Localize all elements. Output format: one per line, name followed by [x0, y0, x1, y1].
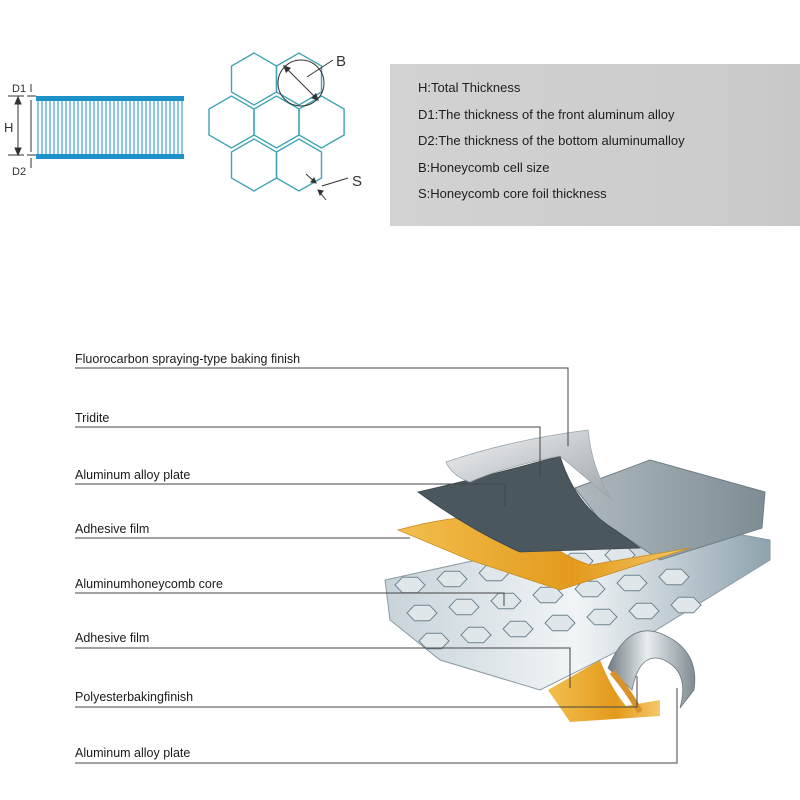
callout-honeycomb-core: Aluminumhoneycomb core: [75, 577, 223, 591]
label-b: B: [336, 53, 346, 70]
legend-item-d2: D2:The thickness of the bottom aluminuma…: [418, 133, 685, 148]
tridite-sheet: [445, 429, 613, 501]
core-cell: [658, 568, 690, 586]
honeycomb-cells: [208, 52, 345, 192]
cell-size-dimension: [277, 59, 334, 107]
label-s: S: [352, 173, 362, 190]
core-cell: [574, 580, 606, 598]
bottom-curled-roll: [607, 630, 696, 709]
callout-polyester-finish: Polyesterbakingfinish: [75, 690, 194, 704]
label-h: H: [4, 120, 13, 135]
core-cell: [490, 592, 522, 610]
label-d1: D1: [12, 83, 26, 95]
honeycomb-cell: [275, 52, 323, 106]
core-cell: [628, 602, 660, 620]
core-cell: [586, 608, 618, 626]
honeycomb-cell: [230, 138, 278, 192]
honeycomb-cell: [230, 52, 278, 106]
legend-item-d1: D1:The thickness of the front aluminum a…: [418, 106, 675, 122]
legend-item-h: H:Total Thickness: [418, 80, 521, 95]
callout-tridite: Tridite: [75, 411, 110, 425]
honeycomb-cell: [298, 95, 345, 149]
core-cell: [448, 598, 480, 616]
core-cell: [616, 574, 648, 592]
honeycomb-cell: [208, 95, 255, 149]
panel-cross-section: [36, 96, 184, 159]
thickness-dimension: [8, 84, 36, 168]
foil-thickness-dimension: [305, 173, 349, 201]
layer-illustration: [75, 367, 771, 764]
callout-aluminum-plate-top: Aluminum alloy plate: [75, 468, 191, 482]
core-cell: [670, 596, 702, 614]
legend-item-s: S:Honeycomb core foil thickness: [418, 186, 607, 201]
callout-adhesive-film-bottom: Adhesive film: [75, 631, 150, 645]
core-cell: [436, 570, 468, 588]
core-cell: [418, 632, 450, 650]
core-cell: [406, 604, 438, 622]
legend-box: H:Total Thickness D1:The thickness of th…: [390, 64, 800, 226]
core-cell: [544, 614, 576, 632]
callout-adhesive-film-top: Adhesive film: [75, 522, 150, 536]
callout-leader-lines: [75, 367, 678, 764]
honeycomb-cell: [275, 138, 323, 192]
callout-aluminum-plate-bottom: Aluminum alloy plate: [75, 746, 191, 760]
label-d2: D2: [12, 166, 26, 178]
core-cell: [460, 626, 492, 644]
panel-section-diagram: D1 H D2 B S: [4, 52, 362, 201]
legend-item-b: B:Honeycomb cell size: [418, 159, 550, 175]
core-cell: [502, 620, 534, 638]
callout-fluorocarbon-finish: Fluorocarbon spraying-type baking finish: [75, 352, 301, 366]
